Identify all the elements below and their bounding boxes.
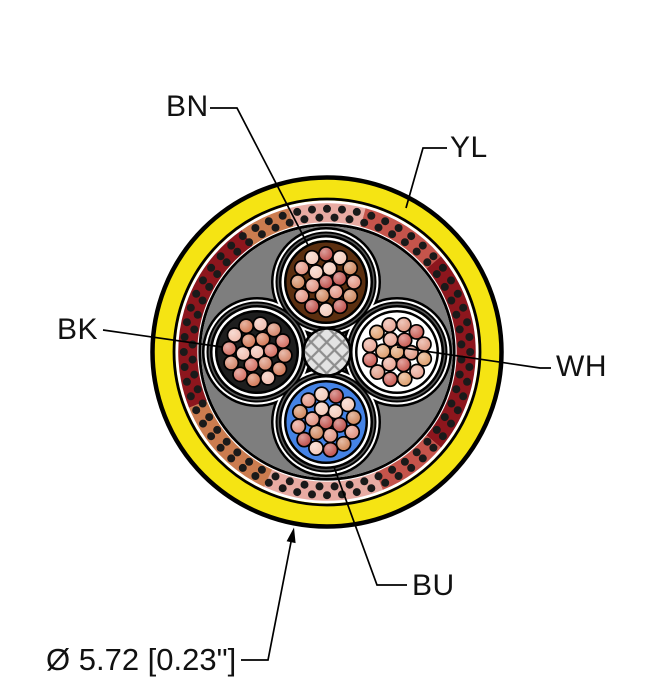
leader-bu — [333, 466, 407, 586]
label-bk-conductor: BK — [57, 313, 99, 346]
label-bn-conductor: BN — [166, 90, 209, 123]
dimension-label: Ø 5.72 [0.23"] — [46, 642, 237, 677]
strands-bn — [290, 246, 362, 318]
center-filler — [302, 327, 352, 377]
leader-yl — [405, 147, 447, 209]
conductor-bn — [279, 235, 373, 329]
conductor-wh — [350, 305, 444, 399]
label-yl-jacket: YL — [450, 131, 488, 164]
leader-lines — [102, 107, 551, 661]
dimension-arrowhead — [286, 527, 296, 544]
label-wh-conductor: WH — [556, 350, 607, 383]
leader-bk — [102, 329, 223, 348]
leader-dimension — [241, 541, 292, 661]
leader-wh — [396, 346, 551, 369]
label-bu-conductor: BU — [412, 569, 455, 602]
conductor-bu — [279, 375, 373, 469]
leader-bn — [210, 107, 309, 246]
strands-bu — [290, 386, 362, 458]
strands-wh — [361, 316, 433, 388]
strands-bk — [221, 316, 293, 388]
conductor-bk — [210, 305, 304, 399]
shield-braid-dots — [179, 204, 475, 500]
